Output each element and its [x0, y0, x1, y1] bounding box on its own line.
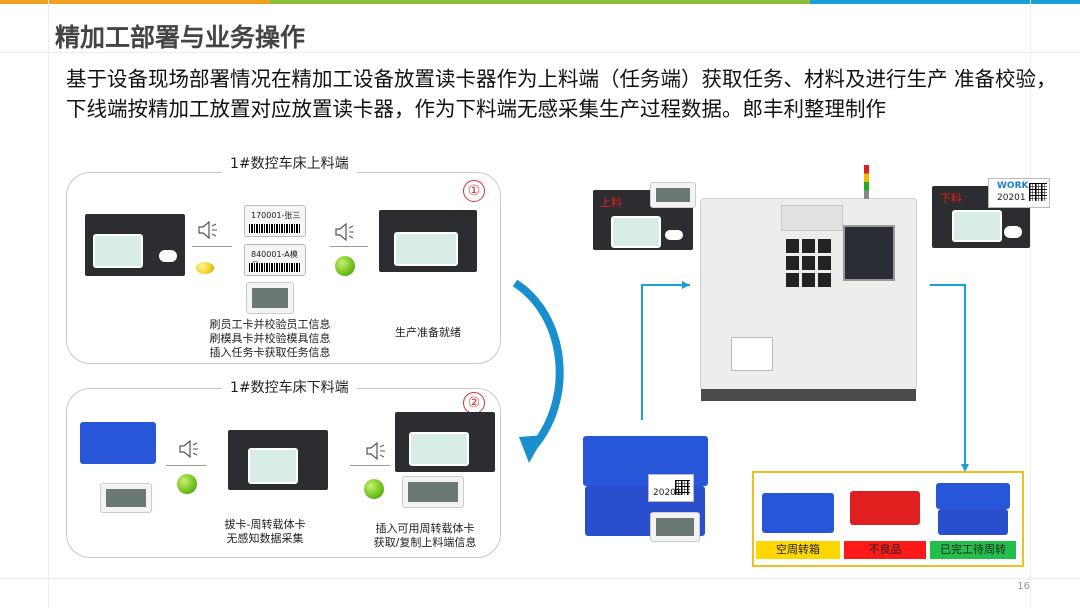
bins-frame: [752, 471, 1024, 567]
qr-code-icon: [1029, 183, 1047, 201]
grid-line: [0, 578, 1080, 579]
empty-crate: [762, 493, 834, 533]
finished-crate: [938, 509, 1008, 535]
grid-line: [1030, 0, 1031, 608]
bin-label-finished: 已完工待周转: [930, 541, 1016, 559]
card-reader: [85, 214, 185, 276]
bin-label-defect: 不良品: [844, 541, 926, 559]
download-caption-right: 插入可用周转载体卡 获取/复制上料端信息: [373, 522, 477, 549]
flow-arrow: [192, 246, 232, 247]
grid-line: [0, 52, 1080, 53]
top-bar-orange: [0, 0, 270, 4]
status-light-green: [335, 256, 355, 276]
flow-arrow: [330, 246, 368, 247]
bin-defect: 不良品: [844, 475, 926, 561]
top-color-bar: [0, 0, 1080, 4]
download-panel-title: 1#数控车床下料端: [222, 377, 357, 397]
crate-qr-tag: 20201: [648, 474, 694, 502]
speaker-icon: [335, 222, 354, 242]
speaker-icon: [198, 220, 217, 240]
step-badge-1: ①: [463, 180, 485, 202]
carrier-card: [402, 476, 464, 508]
upload-reader: [593, 190, 693, 250]
download-caption-left: 拔卡-周转载体卡 无感知数据采集: [224, 518, 306, 545]
grid-line: [48, 0, 49, 608]
upload-caption-right: 生产准备就绪: [395, 326, 461, 339]
card-reader: [395, 412, 495, 472]
mold-card: 840001-A模具: [244, 244, 306, 276]
top-bar-blue: [810, 0, 1080, 4]
status-light-yellow: [196, 262, 214, 274]
top-bar-green: [270, 0, 810, 4]
crate-card: [650, 512, 700, 542]
upload-caption-left: 刷员工卡并校验员工信息 刷模具卡并校验模具信息 插入任务卡获取任务信息: [209, 318, 331, 359]
download-reader-tag: 下料: [940, 192, 962, 205]
red-crate: [850, 491, 920, 525]
speaker-icon: [179, 439, 198, 459]
finished-crate: [936, 483, 1010, 509]
speaker-icon: [366, 441, 385, 461]
carrier-card: [100, 483, 152, 513]
curved-flow-arrow: [512, 279, 564, 463]
card-reader: [228, 430, 328, 490]
page-title: 精加工部署与业务操作: [55, 23, 306, 52]
cnc-machine: [700, 198, 917, 401]
employee-card: 170001-张三: [244, 205, 306, 237]
upload-reader-tag: 上料: [600, 196, 622, 209]
flow-arrow: [166, 465, 206, 466]
page-description: 基于设备现场部署情况在精加工设备放置读卡器作为上料端（任务端）获取任务、材料及进…: [66, 67, 1057, 121]
upload-panel-title: 1#数控车床上料端: [222, 153, 357, 173]
status-light-green: [364, 479, 384, 499]
signal-tower: [864, 165, 869, 199]
bin-finished: 已完工待周转: [930, 475, 1016, 561]
task-card: [246, 282, 294, 314]
flow-arrow: [350, 465, 390, 466]
page-number: 16: [1017, 581, 1030, 592]
qr-tag: WORK 20201: [988, 178, 1050, 208]
bin-label-empty: 空周转箱: [756, 541, 840, 559]
card-reader: [379, 210, 477, 272]
qr-code-icon: [675, 480, 690, 495]
bin-empty: 空周转箱: [756, 475, 840, 561]
upload-card: [650, 182, 696, 208]
status-light-green: [177, 474, 197, 494]
blue-crate: [80, 422, 156, 464]
